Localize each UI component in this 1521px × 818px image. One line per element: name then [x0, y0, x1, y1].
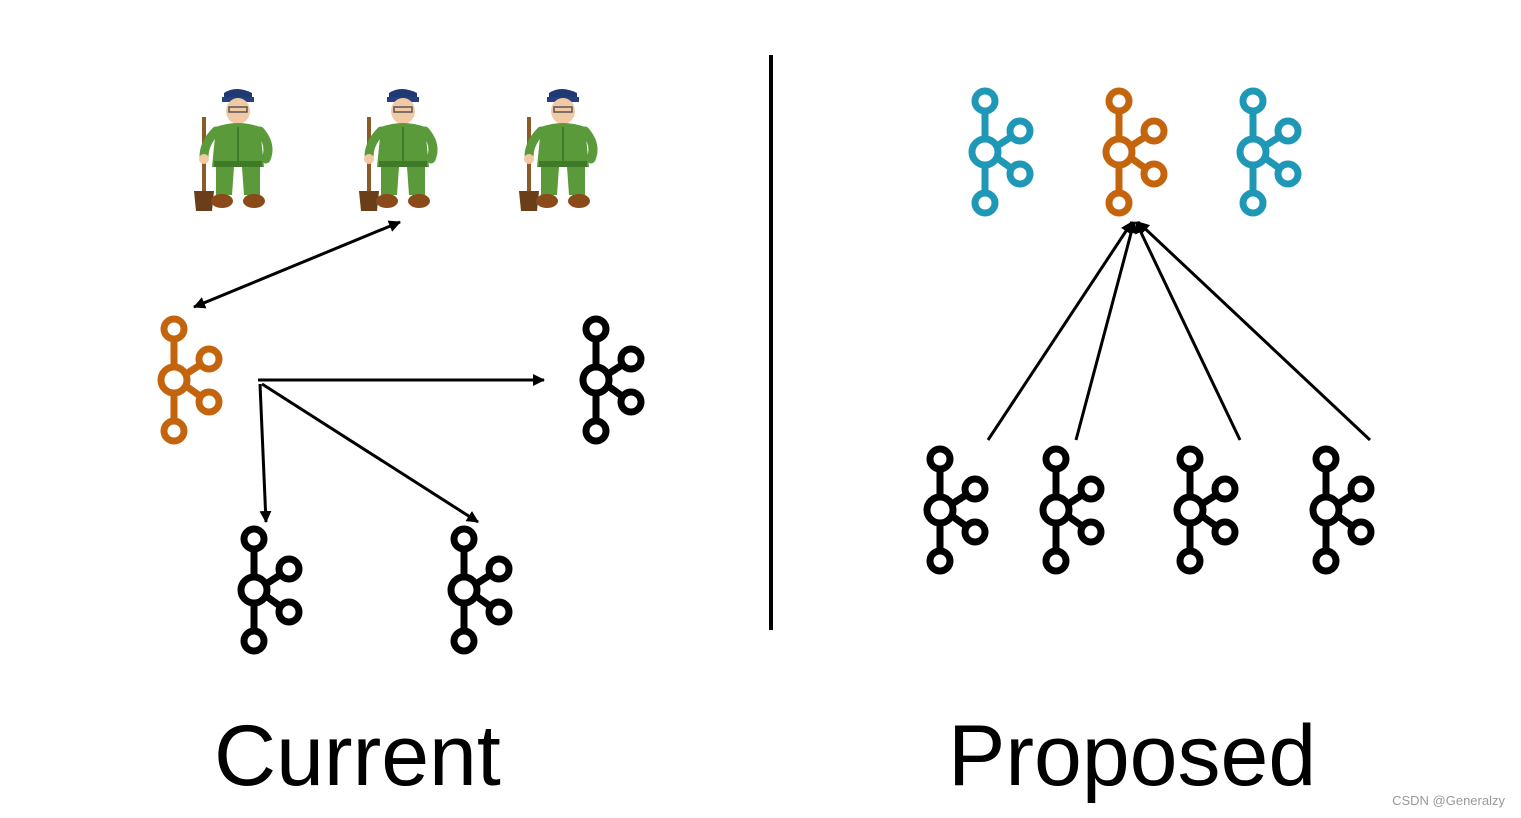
proposed-caption: Proposed: [948, 708, 1317, 804]
kafka-logo-icon: [451, 529, 509, 651]
kafka-logo-icon: [583, 319, 641, 441]
kafka-logo-icon: [972, 91, 1030, 213]
broker-to-controller-arrow: [1136, 220, 1372, 442]
zookeeper-keeper-icon: [194, 89, 268, 211]
current-arrows: [193, 220, 545, 524]
controller-to-broker-arrow: [258, 383, 272, 523]
watermark: CSDN @Generalzy: [1392, 793, 1505, 808]
current-caption: Current: [214, 708, 501, 804]
current-zookeeper-ensemble: [194, 89, 593, 211]
proposed-controller-quorum: [972, 91, 1298, 213]
current-brokers: [241, 319, 641, 651]
broker-to-controller-arrow: [1074, 221, 1137, 441]
kafka-logo-icon: [241, 529, 299, 651]
controller-to-broker-arrow: [261, 382, 479, 524]
kafka-logo-icon: [927, 449, 985, 571]
current-controller-broker: [161, 319, 219, 441]
broker-to-controller-arrow: [986, 221, 1134, 441]
controller-zookeeper-arrow: [193, 220, 401, 309]
zookeeper-keeper-icon: [359, 89, 433, 211]
kafka-logo-icon: [1043, 449, 1101, 571]
kafka-logo-icon: [1106, 91, 1164, 213]
kafka-logo-icon: [1240, 91, 1298, 213]
kafka-logo-icon: [1177, 449, 1235, 571]
zookeeper-keeper-icon: [519, 89, 593, 211]
proposed-arrows: [986, 220, 1372, 442]
broker-to-controller-arrow: [1134, 221, 1242, 441]
kafka-logo-icon: [1313, 449, 1371, 571]
proposed-brokers: [927, 449, 1371, 571]
kafka-logo-icon: [161, 319, 219, 441]
